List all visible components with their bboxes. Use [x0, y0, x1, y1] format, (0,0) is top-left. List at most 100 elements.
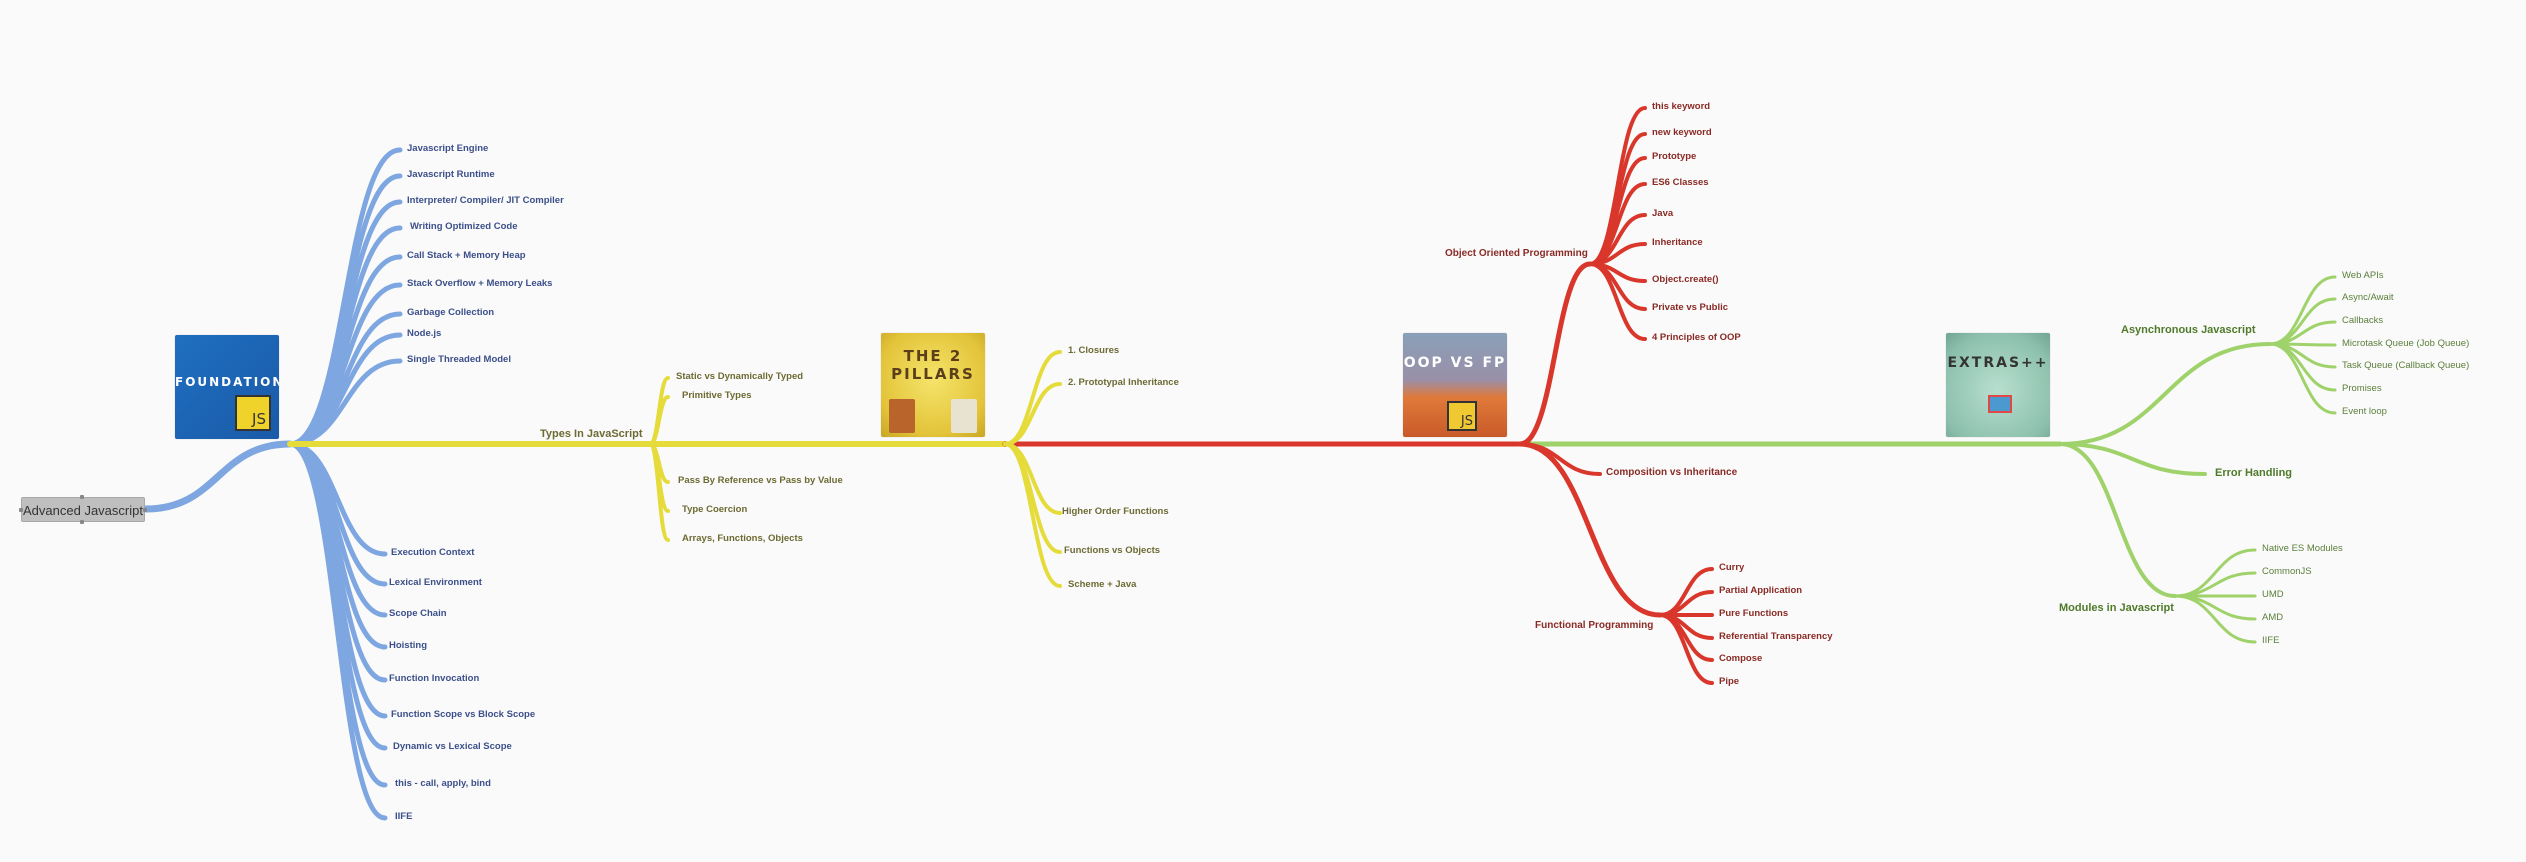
extras-image[interactable]: EXTRAS++ — [1946, 333, 2050, 437]
oop-item[interactable]: Java — [1652, 208, 1674, 219]
foundation-item[interactable]: Scope Chain — [389, 608, 447, 619]
foundation-item[interactable]: Node.js — [407, 328, 442, 339]
oop-item[interactable]: new keyword — [1652, 127, 1712, 138]
pillar-left-icon — [889, 399, 915, 433]
async-item-connector — [2268, 342, 2337, 415]
oop-vs-fp-image[interactable]: OOP VS FP JS — [1403, 333, 1507, 437]
modules-item-connector — [2173, 594, 2257, 644]
async-item[interactable]: Web APIs — [2342, 270, 2384, 281]
fp-item[interactable]: Pipe — [1719, 676, 1740, 687]
async-topic[interactable]: Asynchronous Javascript — [2121, 324, 2256, 336]
foundation-item[interactable]: Single Threaded Model — [407, 354, 511, 365]
fp-item[interactable]: Referential Transparency — [1719, 631, 1833, 642]
oop-item[interactable]: ES6 Classes — [1652, 177, 1709, 188]
foundation-item[interactable]: this - call, apply, bind — [395, 778, 491, 789]
collapse-handle-left[interactable] — [19, 508, 23, 512]
fp-item[interactable]: Pure Functions — [1719, 608, 1789, 619]
types-item[interactable]: Primitive Types — [682, 390, 752, 401]
js-logo-icon: JS — [235, 395, 271, 431]
pillars-connector — [1003, 382, 1062, 446]
pillars-connector — [1003, 350, 1062, 446]
root-node[interactable]: Advanced Javascript — [19, 495, 147, 524]
pillars-item[interactable]: Scheme + Java — [1068, 579, 1137, 590]
fp-item[interactable]: Curry — [1719, 562, 1745, 573]
collapse-handle-right[interactable] — [143, 508, 147, 512]
modules-topic[interactable]: Modules in Javascript — [2059, 602, 2174, 614]
oopfp-image-caption: OOP VS FP — [1403, 355, 1507, 371]
foundation-item[interactable]: Call Stack + Memory Heap — [407, 250, 526, 261]
oop-item[interactable]: Inheritance — [1652, 237, 1703, 248]
fp-connector — [1517, 441, 1663, 618]
foundation-item[interactable]: Writing Optimized Code — [410, 221, 518, 232]
foundation-item[interactable]: Garbage Collection — [407, 307, 495, 318]
pillars-item[interactable]: Functions vs Objects — [1064, 545, 1161, 556]
modules-item[interactable]: IIFE — [2262, 635, 2280, 646]
pillars-item[interactable]: Higher Order Functions — [1062, 506, 1169, 517]
collapse-handle-top[interactable] — [80, 495, 84, 499]
async-item[interactable]: Microtask Queue (Job Queue) — [2342, 338, 2470, 349]
async-item[interactable]: Callbacks — [2342, 315, 2384, 326]
oop-item[interactable]: this keyword — [1652, 101, 1711, 112]
foundation-connector — [287, 441, 388, 821]
composition-topic[interactable]: Composition vs Inheritance — [1606, 467, 1738, 478]
oop-item[interactable]: Private vs Public — [1652, 302, 1729, 313]
foundation-item[interactable]: Lexical Environment — [389, 577, 482, 588]
oop-topic[interactable]: Object Oriented Programming — [1445, 248, 1588, 259]
root-node-label: Advanced Javascript — [23, 503, 143, 518]
types-connector — [648, 442, 670, 542]
async-item[interactable]: Event loop — [2342, 406, 2387, 417]
extras-image-caption: EXTRAS++ — [1947, 355, 2049, 371]
modules-item[interactable]: Native ES Modules — [2262, 543, 2343, 554]
foundation-item[interactable]: Execution Context — [391, 547, 475, 558]
root-connector — [142, 440, 294, 513]
modules-connector — [2058, 442, 2177, 598]
pillars-item[interactable]: 1. Closures — [1068, 345, 1120, 356]
modules-item-connector — [2173, 571, 2257, 598]
foundation-item[interactable]: IIFE — [395, 811, 413, 822]
error-handling-topic[interactable]: Error Handling — [2215, 467, 2293, 479]
async-item[interactable]: Promises — [2342, 383, 2382, 394]
oop-item[interactable]: Object.create() — [1652, 274, 1719, 285]
plugin-icon — [1988, 395, 2012, 413]
fp-item[interactable]: Partial Application — [1719, 585, 1803, 596]
types-item[interactable]: Type Coercion — [682, 504, 748, 515]
types-item[interactable]: Arrays, Functions, Objects — [682, 533, 803, 544]
oop-item[interactable]: Prototype — [1652, 151, 1697, 162]
pillars-caption-line1: THE 2 — [903, 347, 963, 365]
oop-item[interactable]: 4 Principles of OOP — [1652, 332, 1741, 343]
async-connector — [2058, 342, 2272, 446]
types-item[interactable]: Pass By Reference vs Pass by Value — [678, 475, 843, 486]
foundation-item[interactable]: Javascript Runtime — [407, 169, 495, 180]
oop-item-connector — [1588, 156, 1647, 266]
modules-item[interactable]: UMD — [2262, 589, 2284, 600]
modules-item[interactable]: AMD — [2262, 612, 2284, 623]
pillars-connector — [1003, 442, 1062, 588]
modules-item-connector — [2173, 594, 2257, 621]
async-item[interactable]: Task Queue (Callback Queue) — [2342, 360, 2470, 371]
async-item[interactable]: Async/Await — [2342, 292, 2394, 303]
pillars-item[interactable]: 2. Prototypal Inheritance — [1068, 377, 1179, 388]
two-pillars-image[interactable]: THE 2 PILLARS — [881, 333, 985, 437]
pillars-connector — [1003, 442, 1062, 554]
foundation-item[interactable]: Function Invocation — [389, 673, 480, 684]
foundation-item[interactable]: Javascript Engine — [407, 143, 489, 154]
js-logo-icon: JS — [1447, 401, 1477, 431]
foundation-item[interactable]: Stack Overflow + Memory Leaks — [407, 278, 553, 289]
foundation-item[interactable]: Function Scope vs Block Scope — [391, 709, 536, 720]
foundation-item[interactable]: Hoisting — [389, 640, 427, 651]
types-topic[interactable]: Types In JavaScript — [540, 428, 643, 440]
pillar-right-icon — [951, 399, 977, 433]
modules-item[interactable]: CommonJS — [2262, 566, 2312, 577]
oop-item-connector — [1588, 262, 1647, 341]
fp-item-connector — [1658, 613, 1714, 685]
collapse-handle-bottom[interactable] — [80, 520, 84, 524]
foundation-item[interactable]: Dynamic vs Lexical Scope — [393, 741, 512, 752]
fp-item[interactable]: Compose — [1719, 653, 1763, 664]
types-item[interactable]: Static vs Dynamically Typed — [676, 371, 804, 382]
foundation-image[interactable]: FOUNDATION JS — [175, 335, 279, 439]
foundation-item[interactable]: Interpreter/ Compiler/ JIT Compiler — [407, 195, 564, 206]
fp-topic[interactable]: Functional Programming — [1535, 620, 1654, 631]
oop-connector — [1517, 261, 1593, 447]
